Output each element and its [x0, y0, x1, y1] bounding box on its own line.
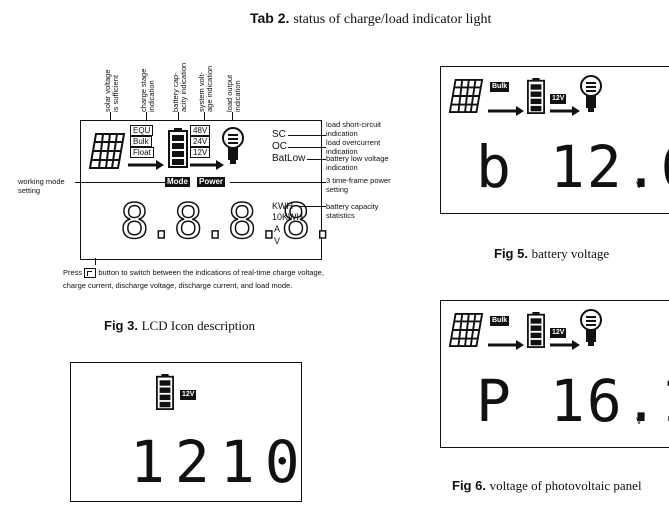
note-time-frame: 3 time-frame power setting	[326, 176, 391, 194]
bulb-icon	[580, 309, 602, 346]
label-solar-voltage: solar voltage is sufficient	[103, 69, 120, 112]
fig3-caption-prefix: Fig 3.	[104, 318, 138, 333]
label-load-output: load output indication	[225, 74, 242, 112]
battery-icon	[156, 374, 174, 410]
battery-icon	[168, 128, 188, 168]
page-title: Tab 2. status of charge/load indicator l…	[250, 10, 491, 28]
press-text-2: charge current, discharge voltage, disch…	[63, 281, 293, 290]
label-charge-stage: charge stage indication	[139, 68, 156, 112]
press-word: Press	[63, 268, 83, 277]
label-battery-capacity: battery cap-acity indication	[171, 62, 188, 112]
unit-kwh: KWH	[272, 201, 293, 211]
arrow-right-icon	[550, 106, 580, 116]
fig5-12v-tag: 12V	[550, 94, 567, 104]
fig3-diagram: solar voltage is sufficient charge stage…	[0, 0, 430, 333]
title-prefix: Tab 2.	[250, 10, 290, 26]
bottom-reading: 1210	[130, 428, 310, 496]
note-capacity: battery capacity statistics	[326, 202, 379, 220]
fig3-caption: Fig 3. LCD Icon description	[104, 318, 255, 334]
press-note: Press button to switch between the indic…	[63, 266, 324, 292]
fig6-caption-prefix: Fig 6.	[452, 478, 486, 493]
arrow-right-icon	[488, 340, 524, 350]
bottom-12v-tag: 12V	[180, 390, 197, 400]
fig6-bulk-tag: Bulk	[490, 316, 510, 326]
note-low-voltage: battery low voltage indication	[326, 154, 389, 172]
note-working-mode: working mode setting	[18, 177, 65, 195]
battery-icon	[527, 78, 545, 114]
bulb-icon	[580, 75, 602, 112]
battery-icon	[527, 312, 545, 348]
code-batlow: BatLow	[272, 153, 306, 164]
arrow-right-icon	[550, 340, 580, 350]
unit-v: V	[274, 236, 281, 246]
press-text-1: button to switch between the indications…	[98, 268, 324, 277]
fig6-unit: V	[636, 416, 643, 426]
fig5-caption-text: battery voltage	[531, 246, 610, 261]
code-sc: SC	[272, 129, 286, 140]
bottom-lcd-panel	[70, 362, 302, 502]
solar-panel-icon	[448, 312, 484, 348]
unit-a: A	[274, 224, 281, 234]
arrow-right-icon	[128, 160, 164, 170]
tag-24v: 24V	[190, 136, 211, 147]
tag-bulk: Bulk	[130, 136, 152, 147]
mode-tag: Mode	[165, 177, 190, 187]
note-short-circuit: load short-circuit indication	[326, 120, 382, 138]
lcd-digits: 8.8.8.8.	[119, 193, 338, 251]
unit-10kwh: 10KWH	[272, 212, 304, 222]
tag-12v: 12V	[190, 147, 211, 158]
fig6-caption: Fig 6. voltage of photovoltaic panel	[452, 478, 642, 494]
fig5-unit: V	[636, 180, 643, 190]
fig5-caption-prefix: Fig 5.	[494, 246, 528, 261]
power-tag: Power	[197, 177, 226, 187]
label-system-voltage: system volt-age indication	[197, 65, 214, 112]
fig5-reading: b 12.6	[476, 133, 669, 201]
button-icon	[84, 268, 97, 279]
arrow-right-icon	[488, 106, 524, 116]
bulb-icon	[222, 127, 244, 164]
arrow-right-icon	[190, 160, 224, 170]
fig3-caption-text: LCD Icon description	[141, 318, 255, 333]
fig6-caption-text: voltage of photovoltaic panel	[489, 478, 642, 493]
note-overcurrent: load overcurrent indication	[326, 138, 381, 156]
tag-float: Float	[130, 147, 154, 158]
solar-panel-icon	[448, 78, 484, 114]
solar-panel-icon	[88, 133, 126, 169]
tag-equ: EQU	[130, 125, 154, 136]
fig5-caption: Fig 5. battery voltage	[494, 246, 609, 262]
title-text: status of charge/load indicator light	[293, 12, 492, 27]
code-oc: OC	[272, 141, 287, 152]
fig6-12v-tag: 12V	[550, 328, 567, 338]
tag-48v: 48V	[190, 125, 211, 136]
fig5-bulk-tag: Bulk	[490, 82, 510, 92]
fig6-reading: P 16.1	[476, 367, 669, 435]
